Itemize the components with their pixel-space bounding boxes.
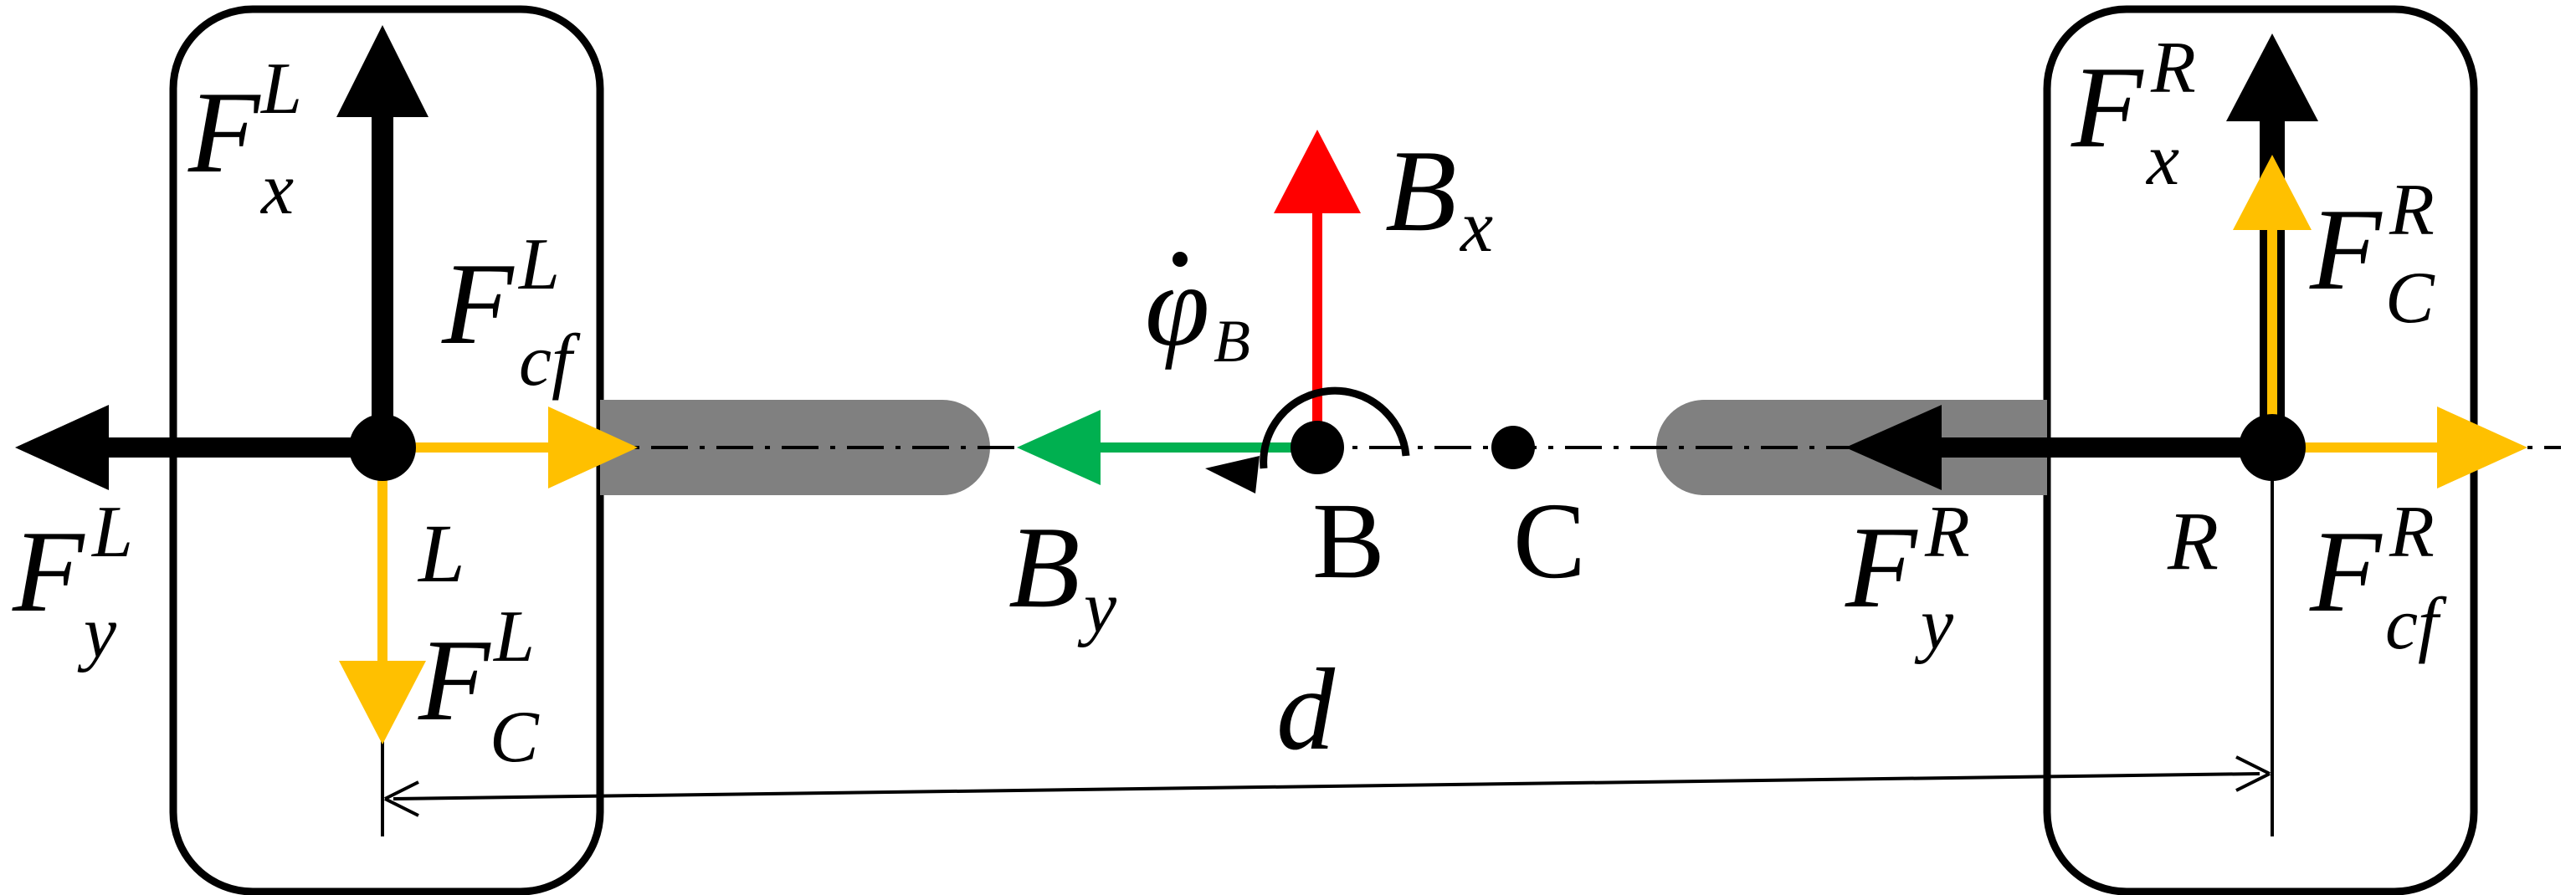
svg-text:R: R <box>2389 492 2435 573</box>
label-point-l: L <box>417 507 465 600</box>
force-fxl-head <box>336 25 428 117</box>
svg-text:F: F <box>2309 185 2383 315</box>
svg-text:F: F <box>441 239 515 369</box>
force-fcfl-shaft <box>382 442 558 453</box>
force-fcfr-shaft <box>2272 442 2448 453</box>
svg-text:R: R <box>2150 28 2196 109</box>
svg-text:F: F <box>1845 503 1918 632</box>
point-b-dot <box>1291 421 1344 474</box>
svg-text:cf: cf <box>519 320 581 401</box>
label-by: B y <box>1008 503 1117 648</box>
svg-text:R: R <box>1924 492 1970 573</box>
force-by-head <box>1017 410 1101 485</box>
svg-text:F: F <box>12 507 85 637</box>
label-point-b: B <box>1312 481 1385 601</box>
label-point-r: R <box>2167 494 2219 587</box>
angular-velocity-arc <box>1260 386 1410 469</box>
svg-text:L: L <box>517 224 560 305</box>
force-fyr-head <box>1845 405 1942 490</box>
svg-text:B: B <box>1008 503 1080 632</box>
label-fxl: F L x <box>187 49 302 230</box>
label-distance-d: d <box>1276 645 1336 775</box>
label-fxr: F R x <box>2071 28 2196 201</box>
distance-d-arrowhead-right <box>2235 755 2271 792</box>
force-fcl-head <box>339 661 426 744</box>
label-fyl: F L y <box>12 492 133 673</box>
label-phi-dot-b: φ B <box>1145 241 1250 375</box>
svg-text:C: C <box>490 697 540 778</box>
svg-text:B: B <box>1385 126 1457 256</box>
distance-d-arrow <box>393 772 2260 800</box>
label-fcl: F L C <box>418 596 540 778</box>
svg-text:x: x <box>2145 120 2179 201</box>
force-fcl-shaft <box>377 448 387 665</box>
point-r-dot <box>2239 414 2306 481</box>
svg-text:C: C <box>2385 258 2435 339</box>
force-fxl-shaft <box>372 109 393 448</box>
label-fcr: F R C <box>2309 170 2435 339</box>
force-fxr-head <box>2226 33 2318 121</box>
distance-d-arrowhead-left <box>384 780 419 817</box>
force-fcr-head <box>2233 155 2312 230</box>
svg-text:R: R <box>2389 170 2435 251</box>
svg-text:y: y <box>1914 584 1954 665</box>
svg-text:F: F <box>187 68 261 197</box>
svg-text:L: L <box>90 492 133 573</box>
point-l-dot <box>349 414 416 481</box>
label-fyr: F R y <box>1845 492 1970 665</box>
label-fcfr: F R cf <box>2309 492 2447 665</box>
force-bx-shaft <box>1312 201 1322 448</box>
angular-velocity-arrowhead <box>1205 456 1260 494</box>
label-fcfl: F L cf <box>441 224 581 401</box>
svg-text:y: y <box>1077 567 1117 648</box>
force-fcfr-head <box>2437 407 2527 488</box>
svg-text:B: B <box>1214 308 1250 375</box>
svg-text:L: L <box>259 49 302 130</box>
svg-text:F: F <box>2309 507 2383 637</box>
force-fcfl-head <box>548 407 638 488</box>
force-fyl-head <box>15 405 109 490</box>
svg-text:L: L <box>492 596 535 678</box>
point-c-dot <box>1491 426 1535 469</box>
label-point-c: C <box>1513 481 1586 601</box>
label-bx: B x <box>1385 126 1493 268</box>
svg-text:F: F <box>2071 43 2144 172</box>
svg-text:F: F <box>418 616 491 745</box>
force-by-shaft <box>1088 442 1317 453</box>
svg-text:x: x <box>259 149 294 230</box>
svg-text:y: y <box>77 592 117 673</box>
svg-text:cf: cf <box>2385 584 2447 665</box>
force-fyl-shaft <box>92 437 382 458</box>
force-bx-head <box>1274 130 1361 213</box>
force-fyr-shaft <box>1925 437 2272 458</box>
force-fcr-shaft <box>2267 209 2277 448</box>
svg-text:x: x <box>1459 187 1493 268</box>
